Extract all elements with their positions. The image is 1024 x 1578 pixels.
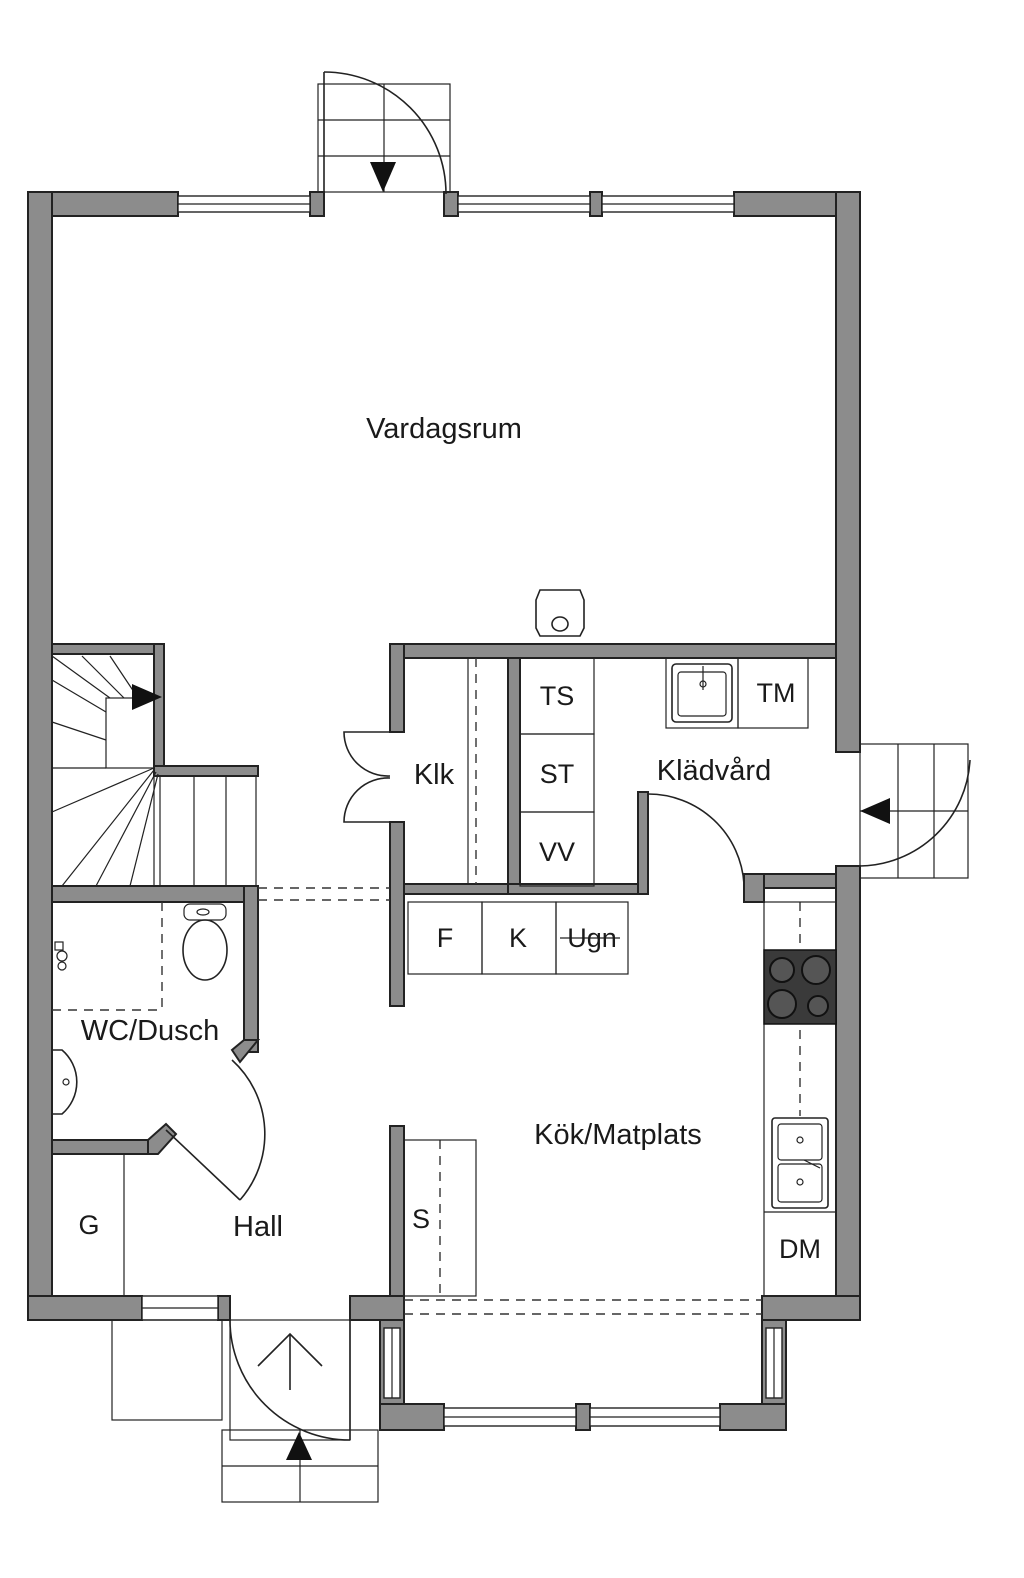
fixture-label-f: F	[437, 923, 454, 953]
stove	[763, 949, 837, 1025]
fireplace-symbol	[535, 589, 585, 637]
fixture-label-dm: DM	[779, 1234, 821, 1264]
bottom-entry-arrow	[286, 1432, 312, 1460]
top-entry-arrow	[370, 162, 396, 192]
dashed-lines	[52, 658, 801, 1315]
fixture-label-ts: TS	[540, 681, 575, 711]
room-label-hall: Hall	[233, 1211, 283, 1243]
right-entry-arrow	[860, 798, 890, 824]
entry-direction-arrow	[257, 1332, 323, 1390]
staircase	[51, 653, 257, 887]
washbasin	[51, 1049, 78, 1115]
shower-mixer	[54, 941, 68, 971]
room-label-vardagsrum: Vardagsrum	[366, 413, 522, 445]
fixture-label-g: G	[78, 1210, 99, 1240]
tumble-dryer-box	[737, 657, 809, 729]
fixture-label-tm: TM	[757, 678, 796, 708]
room-label-wc-dusch: WC/Dusch	[81, 1015, 220, 1047]
room-label-kok-matplats: Kök/Matplats	[534, 1119, 702, 1151]
fixture-label-s: S	[412, 1204, 430, 1234]
klk-doors	[343, 658, 469, 884]
bottom-entry-steps	[111, 1319, 379, 1503]
kitchen-appliances	[407, 901, 629, 975]
exterior-walls	[27, 191, 861, 1431]
fixture-label-st: ST	[540, 759, 575, 789]
laundry-sink	[665, 657, 739, 729]
room-label-klk: Klk	[414, 759, 455, 791]
laundry-door	[647, 793, 745, 885]
windows	[141, 195, 783, 1427]
laundry-cabinets	[519, 657, 595, 887]
fixture-label-vv: VV	[539, 837, 575, 867]
interior-walls	[51, 643, 837, 1297]
kitchen-sink	[771, 1117, 829, 1209]
room-label-kladvard: Klädvård	[657, 755, 771, 787]
fixture-label-k: K	[509, 923, 527, 953]
toilet	[182, 903, 228, 981]
stair-arrow	[132, 684, 162, 710]
top-entry-steps	[317, 71, 451, 195]
kitchen-counter	[763, 901, 837, 1297]
storage-cabinet	[403, 1139, 477, 1297]
wc-door	[165, 1059, 266, 1201]
fixture-label-ugn: Ugn	[567, 923, 617, 953]
